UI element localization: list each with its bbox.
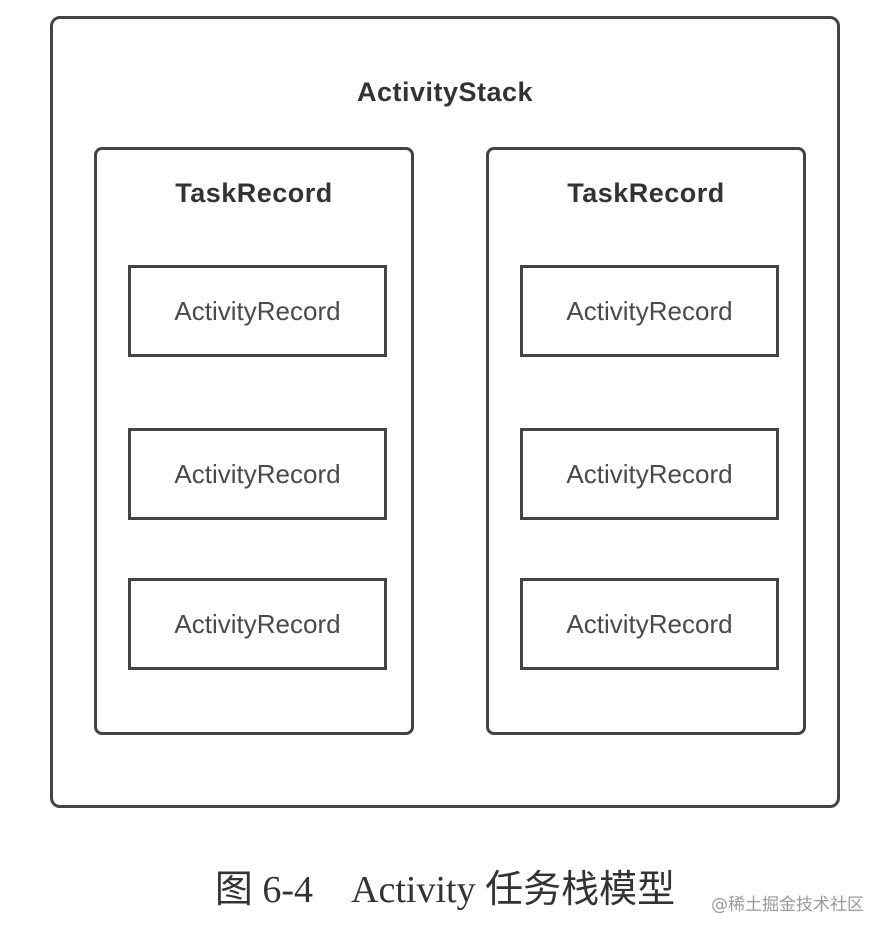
task-record-box-left: TaskRecord ActivityRecord ActivityRecord… bbox=[94, 147, 414, 735]
watermark: @稀土掘金技术社区 bbox=[711, 895, 864, 915]
task-record-label: TaskRecord bbox=[567, 178, 725, 208]
activity-record-box: ActivityRecord bbox=[128, 428, 387, 520]
task-record-label: TaskRecord bbox=[175, 178, 333, 208]
activity-record-box: ActivityRecord bbox=[520, 265, 779, 357]
activity-record-box: ActivityRecord bbox=[128, 578, 387, 670]
activity-stack-box: ActivityStack bbox=[50, 16, 840, 808]
activity-record-box: ActivityRecord bbox=[520, 428, 779, 520]
figure-caption: 图 6-4 Activity 任务栈模型 bbox=[214, 869, 676, 911]
activity-record-box: ActivityRecord bbox=[520, 578, 779, 670]
activity-record-box: ActivityRecord bbox=[128, 265, 387, 357]
activity-stack-label: ActivityStack bbox=[356, 77, 534, 107]
task-record-box-right: TaskRecord ActivityRecord ActivityRecord… bbox=[486, 147, 806, 735]
